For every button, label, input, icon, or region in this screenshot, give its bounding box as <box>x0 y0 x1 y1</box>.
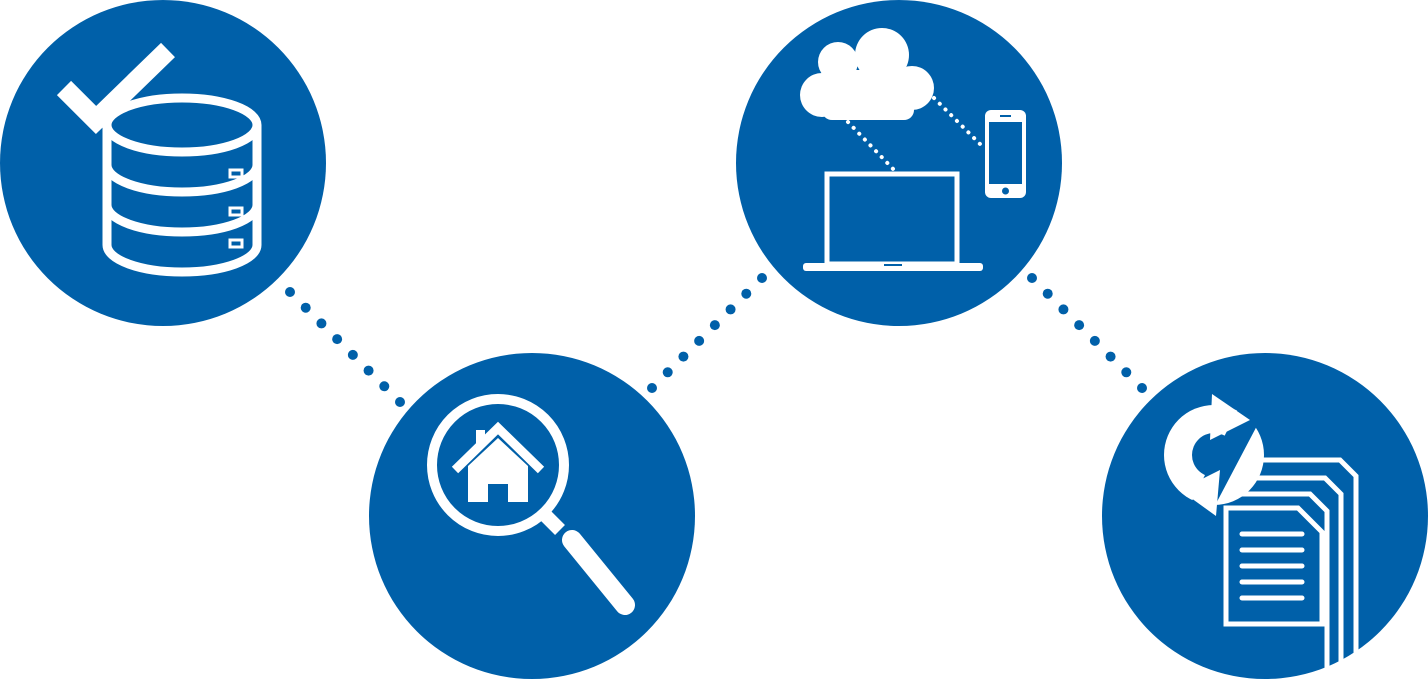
cloud-icon <box>800 28 934 120</box>
node-document-sync <box>1102 353 1428 679</box>
connector-dot <box>363 365 374 376</box>
documents-icon <box>1223 457 1359 679</box>
laptop-icon <box>803 171 983 271</box>
database-check-icon <box>56 42 262 277</box>
connector-dot <box>1027 273 1037 283</box>
refresh-icon <box>1164 394 1264 516</box>
node-home-search <box>369 353 695 679</box>
node-cloud-devices <box>736 0 1062 326</box>
document-sync-icon <box>1164 394 1359 679</box>
connector-dot <box>1137 383 1147 393</box>
node-database <box>0 0 326 326</box>
connector-dot <box>741 288 752 299</box>
connector-dot <box>285 287 295 297</box>
node-circle <box>0 0 326 326</box>
connector-dot <box>694 335 705 346</box>
dotted-connector <box>1027 273 1147 393</box>
connector-dot <box>709 320 720 331</box>
connectors <box>285 273 1147 407</box>
connector-dot <box>647 383 657 393</box>
connector-dot <box>300 302 311 313</box>
dotted-connector <box>647 273 767 393</box>
connector-dot <box>1089 335 1100 346</box>
cloud-devices-sync-icon <box>800 28 1026 271</box>
connector-dot <box>1074 320 1085 331</box>
connector-dot <box>1121 367 1132 378</box>
connector-dot <box>757 273 767 283</box>
connector-dot <box>379 381 390 392</box>
connector-dot <box>332 334 343 345</box>
connector-dot <box>1042 288 1053 299</box>
sync-dotted-lines <box>846 96 986 174</box>
connector-dot <box>347 349 358 360</box>
smartphone-icon <box>985 110 1026 198</box>
home-search-icon <box>427 394 635 679</box>
connector-dot <box>316 318 327 329</box>
connector-dot <box>395 397 405 407</box>
connector-dot <box>662 367 673 378</box>
dotted-connector <box>285 287 405 407</box>
connector-dot <box>725 304 736 315</box>
connector-dot <box>1058 304 1069 315</box>
connector-dot <box>1105 351 1116 362</box>
connector-dot <box>678 351 689 362</box>
